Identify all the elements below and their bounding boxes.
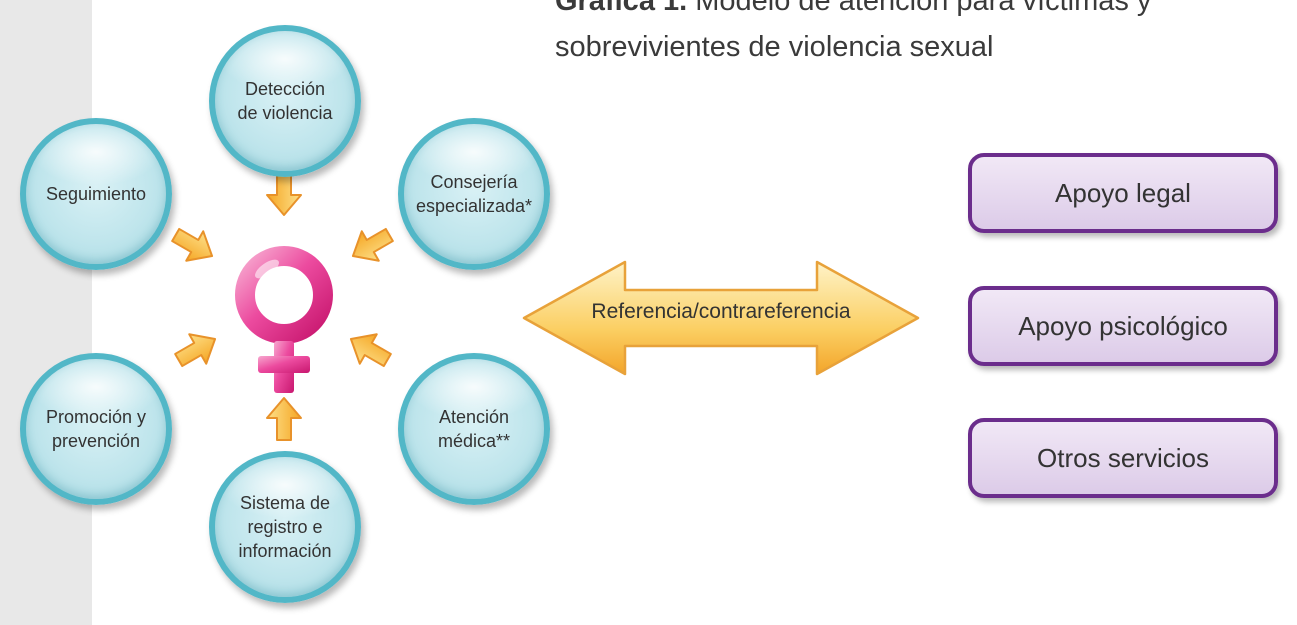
circle-seguimiento: Seguimiento	[20, 118, 172, 270]
arrow-from-seguimiento	[166, 219, 222, 272]
service-otros-servicios: Otros servicios	[968, 418, 1278, 498]
figure-title-bold: Gráfica 1.	[555, 0, 688, 17]
circle-atencion-medica: Atención médica**	[398, 353, 550, 505]
arrow-from-atencion	[341, 323, 397, 376]
double-arrow-label: Referencia/contrareferencia	[591, 300, 851, 323]
arrow-from-sistema	[266, 397, 302, 441]
figure-title-text: Modelo de atención para víctimas y sobre…	[555, 0, 1152, 63]
arrow-from-promocion	[169, 323, 225, 376]
left-sidebar-band	[0, 0, 92, 625]
venus-symbol-icon	[235, 246, 333, 393]
circle-label: Sistema de registro e información	[238, 493, 332, 561]
circle-label: Promoción y prevención	[45, 407, 147, 451]
circle-label: Atención médica**	[437, 407, 511, 451]
circle-label: Consejería especializada*	[415, 172, 533, 216]
circle-promocion-y-prevencion: Promoción y prevención	[20, 353, 172, 505]
arrow-from-consejeria	[343, 219, 399, 272]
circle-label: Detección de violencia	[237, 79, 333, 123]
figure-title: Gráfica 1. Modelo de atención para vícti…	[555, 0, 1255, 70]
double-arrow-referencia	[522, 260, 920, 376]
circle-sistema-de-registro: Sistema de registro e información	[209, 451, 361, 603]
service-apoyo-psicologico: Apoyo psicológico	[968, 286, 1278, 366]
circle-label: Seguimiento	[45, 184, 147, 204]
arrow-from-deteccion	[266, 172, 302, 216]
circle-consejeria-especializada: Consejería especializada*	[398, 118, 550, 270]
circle-deteccion-de-violencia: Detección de violencia	[209, 25, 361, 177]
service-apoyo-legal: Apoyo legal	[968, 153, 1278, 233]
